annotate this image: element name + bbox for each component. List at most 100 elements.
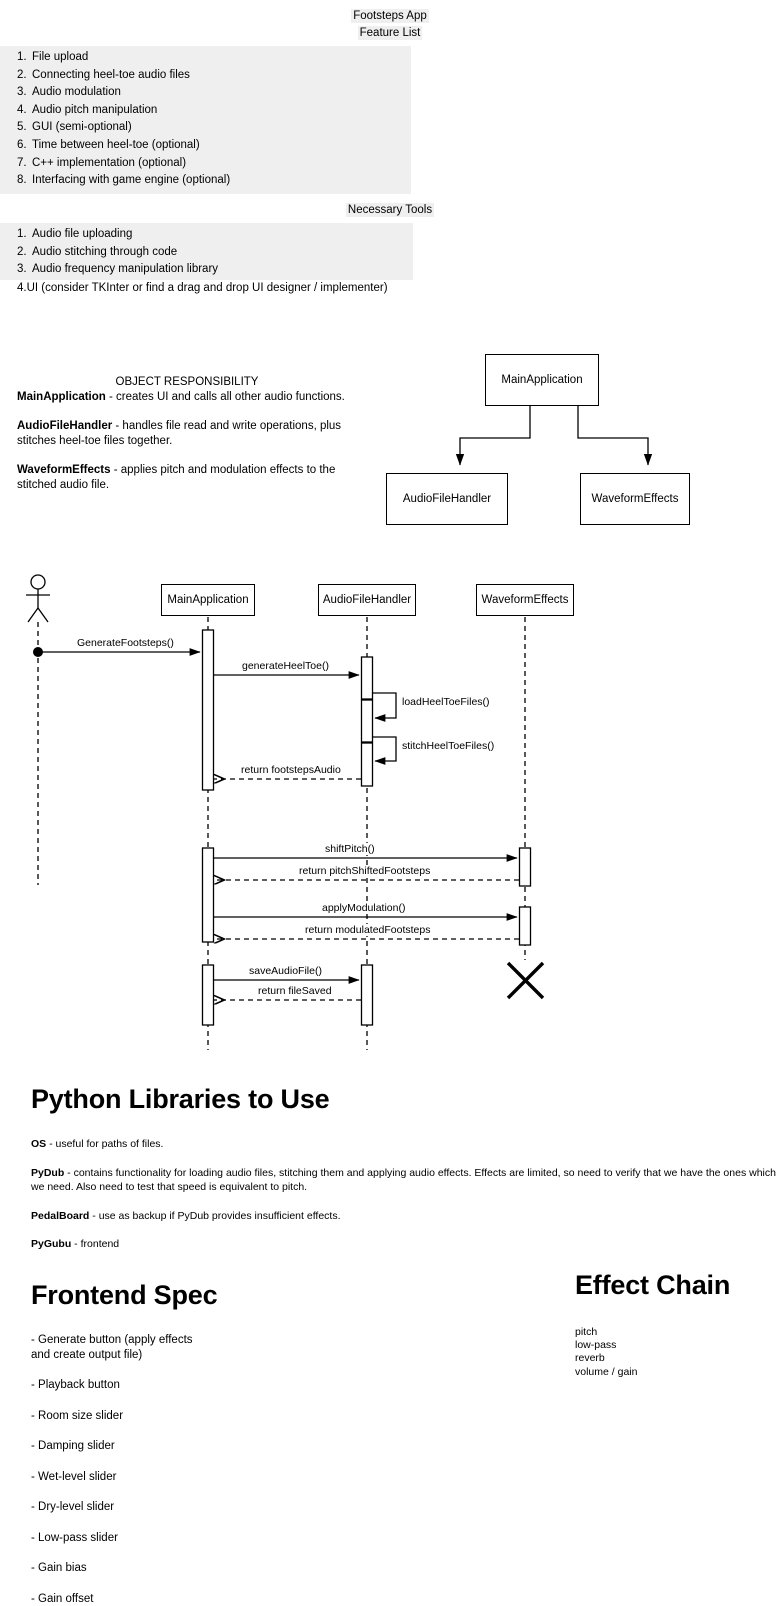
list-text: Audio file uploading xyxy=(32,228,132,240)
message-label: applyModulation() xyxy=(320,902,407,914)
class-box-label: AudioFileHandler xyxy=(403,493,491,505)
object-responsibility-section: OBJECT RESPONSIBILITY MainApplication - … xyxy=(0,374,380,494)
list-number: 4. xyxy=(17,282,27,294)
lifeline-label: AudioFileHandler xyxy=(323,594,411,606)
list-item: 5.GUI (semi-optional) xyxy=(0,119,411,137)
list-item: 3.Audio frequency manipulation library xyxy=(0,261,413,279)
effect-chain-item: reverb xyxy=(575,1352,780,1365)
spec-item: - Generate button (apply effects and cre… xyxy=(31,1333,331,1362)
list-text: GUI (semi-optional) xyxy=(32,121,132,133)
necessary-tools-section: Necessary Tools 1.Audio file uploading 2… xyxy=(0,202,780,297)
responsibility-entry: AudioFileHandler - handles file read and… xyxy=(0,419,380,450)
spec-item: - Gain offset xyxy=(31,1592,331,1606)
message-label: GenerateFootsteps() xyxy=(75,637,176,649)
frontend-spec-section: Frontend Spec - Generate button (apply e… xyxy=(31,1280,331,1606)
lifeline-box-audiofilehandler: AudioFileHandler xyxy=(318,584,416,616)
list-number: 2. xyxy=(17,67,32,85)
lifeline-destruction-x xyxy=(508,963,543,998)
list-number: 1. xyxy=(17,226,32,244)
spec-item: - Playback button xyxy=(31,1378,331,1393)
list-item: 3.Audio modulation xyxy=(0,84,411,102)
list-number: 3. xyxy=(17,261,32,279)
lifeline-label: MainApplication xyxy=(167,594,248,606)
spec-item: - Low-pass slider xyxy=(31,1531,331,1546)
library-entry: OS - useful for paths of files. xyxy=(31,1137,776,1152)
list-number: 4. xyxy=(17,102,32,120)
library-description: - useful for paths of files. xyxy=(46,1138,163,1150)
frontend-spec-heading: Frontend Spec xyxy=(31,1280,331,1311)
feature-list-title: Feature List xyxy=(0,25,780,42)
sequence-diagram: MainApplication AudioFileHandler Wavefor… xyxy=(0,560,780,1060)
effect-chain-heading: Effect Chain xyxy=(575,1270,780,1301)
object-responsibility-heading: OBJECT RESPONSIBILITY xyxy=(0,374,380,390)
list-item: 1.File upload xyxy=(0,49,411,67)
message-label: generateHeelToe() xyxy=(240,660,331,672)
responsibility-class-name: AudioFileHandler xyxy=(17,420,112,432)
list-text: UI (consider TKInter or find a drag and … xyxy=(27,282,388,294)
library-entry: PyGubu - frontend xyxy=(31,1237,776,1252)
list-number: 3. xyxy=(17,84,32,102)
feature-list-section: Footsteps App Feature List 1.File upload… xyxy=(0,8,780,194)
list-text: C++ implementation (optional) xyxy=(32,157,186,169)
necessary-tools-title-text: Necessary Tools xyxy=(346,203,434,217)
python-libraries-heading: Python Libraries to Use xyxy=(31,1084,776,1115)
list-item: 8.Interfacing with game engine (optional… xyxy=(0,172,411,190)
library-name: PyDub xyxy=(31,1167,64,1179)
feature-list-title-text: Feature List xyxy=(358,26,423,40)
responsibility-entry: WaveformEffects - applies pitch and modu… xyxy=(0,463,380,494)
necessary-tools-title: Necessary Tools xyxy=(0,202,780,219)
list-text: Interfacing with game engine (optional) xyxy=(32,174,230,186)
effect-chain-section: Effect Chain pitch low-pass reverb volum… xyxy=(575,1270,780,1379)
list-number: 5. xyxy=(17,119,32,137)
message-label: return fileSaved xyxy=(256,985,334,997)
library-entry: PedalBoard - use as backup if PyDub prov… xyxy=(31,1209,776,1224)
feature-list-block: 1.File upload 2.Connecting heel-toe audi… xyxy=(0,46,411,194)
library-description: - contains functionality for loading aud… xyxy=(31,1167,776,1194)
message-label: stitchHeelToeFiles() xyxy=(400,740,496,752)
list-item: 4.UI (consider TKInter or find a drag an… xyxy=(0,280,780,298)
message-label: return modulatedFootsteps xyxy=(303,924,433,936)
spec-item: - Damping slider xyxy=(31,1439,331,1454)
message-label: loadHeelToeFiles() xyxy=(400,696,492,708)
spec-item: - Room size slider xyxy=(31,1409,331,1424)
list-item: 2.Audio stitching through code xyxy=(0,244,413,262)
effect-chain-item: low-pass xyxy=(575,1339,780,1352)
list-item: 1.Audio file uploading xyxy=(0,226,413,244)
list-item: 2.Connecting heel-toe audio files xyxy=(0,67,411,85)
spec-item: - Wet-level slider xyxy=(31,1470,331,1485)
list-number: 6. xyxy=(17,137,32,155)
list-item: 7.C++ implementation (optional) xyxy=(0,155,411,173)
message-label: saveAudioFile() xyxy=(247,965,324,977)
class-box-label: MainApplication xyxy=(501,374,582,386)
class-hierarchy-diagram: MainApplication AudioFileHandler Wavefor… xyxy=(380,340,780,530)
list-text: Audio stitching through code xyxy=(32,246,177,258)
library-entry: PyDub - contains functionality for loadi… xyxy=(31,1166,776,1195)
list-number: 1. xyxy=(17,49,32,67)
list-text: File upload xyxy=(32,51,88,63)
message-label: return pitchShiftedFootsteps xyxy=(297,865,432,877)
lifeline-box-waveformeffects: WaveformEffects xyxy=(476,584,574,616)
sequence-diagram-lines xyxy=(0,560,780,1060)
list-number: 8. xyxy=(17,172,32,190)
list-text: Audio pitch manipulation xyxy=(32,104,157,116)
message-label: return footstepsAudio xyxy=(239,764,343,776)
class-box-mainapplication: MainApplication xyxy=(485,354,599,406)
effect-chain-item: volume / gain xyxy=(575,1366,780,1379)
app-title: Footsteps App xyxy=(0,8,780,25)
list-text: Audio modulation xyxy=(32,86,121,98)
list-text: Audio frequency manipulation library xyxy=(32,263,218,275)
effect-chain-list: pitch low-pass reverb volume / gain xyxy=(575,1326,780,1379)
list-text: Connecting heel-toe audio files xyxy=(32,69,190,81)
actor-stick-figure xyxy=(26,575,50,622)
app-title-text: Footsteps App xyxy=(351,9,429,23)
library-name: PyGubu xyxy=(31,1238,71,1250)
library-description: - use as backup if PyDub provides insuff… xyxy=(89,1210,340,1222)
responsibility-class-name: MainApplication xyxy=(17,391,106,403)
message-label: shiftPitch() xyxy=(323,843,377,855)
list-number: 7. xyxy=(17,155,32,173)
list-item: 4.Audio pitch manipulation xyxy=(0,102,411,120)
class-box-audiofilehandler: AudioFileHandler xyxy=(386,473,508,525)
effect-chain-item: pitch xyxy=(575,1326,780,1339)
responsibility-class-name: WaveformEffects xyxy=(17,464,111,476)
list-text: Time between heel-toe (optional) xyxy=(32,139,200,151)
